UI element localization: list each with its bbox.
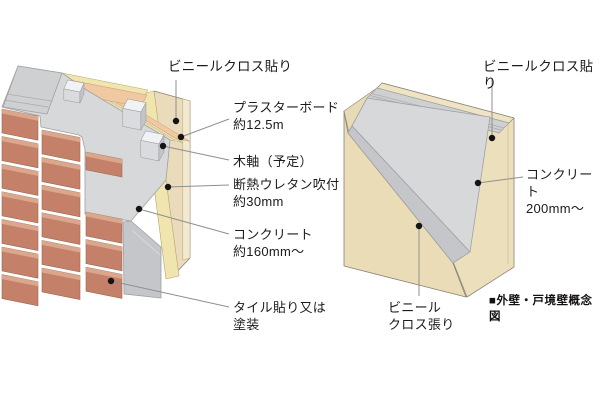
right-wall-illustration xyxy=(343,82,515,298)
tile-bevel xyxy=(2,219,38,232)
tile-bevel xyxy=(86,267,122,279)
tile-bevel xyxy=(2,247,38,259)
tile-cladding xyxy=(1,108,123,307)
label-wood-frame: 木軸（予定） xyxy=(233,154,313,169)
label-plasterboard: プラスターボード 約12.5m xyxy=(233,100,340,132)
tile-bevel xyxy=(2,109,38,121)
label-vinyl-cloth-right-top: ビニールクロス貼り xyxy=(483,59,594,91)
label-concrete-right: コンクリート 200mm〜 xyxy=(526,167,593,216)
tile-bevel xyxy=(42,157,80,170)
left-plasterboard-edge xyxy=(182,98,191,261)
formwork-line xyxy=(6,93,52,102)
tile-bevel xyxy=(2,136,38,149)
formwork-line xyxy=(3,99,49,108)
right-concrete-side-face xyxy=(347,125,471,264)
step-tile xyxy=(85,151,123,178)
label-insulation: 断熱ウレタン吹付 約30mm xyxy=(233,177,340,209)
tile-bevel xyxy=(86,239,122,252)
label-vinyl-cloth-right-bottom: ビニール クロス張り xyxy=(388,300,455,332)
tile-bevel xyxy=(42,212,80,225)
leader-lines xyxy=(110,78,524,308)
label-concrete-left: コンクリート 約160mm〜 xyxy=(233,227,313,259)
callout-dots xyxy=(107,117,496,285)
tile-bevel xyxy=(42,240,80,253)
tile-bevel xyxy=(42,185,80,198)
tile-bevel xyxy=(2,164,38,176)
crease-line xyxy=(132,230,161,256)
tile-bevel xyxy=(2,191,38,204)
tile-bevel xyxy=(42,268,80,281)
left-wood-studs xyxy=(63,79,165,162)
left-concrete-front-face xyxy=(122,220,162,299)
tile-bevel xyxy=(86,212,122,224)
tile-bevel xyxy=(42,130,80,143)
tile-bevel xyxy=(2,274,38,287)
label-tile-finish: タイル貼り又は 塗装 xyxy=(233,300,327,332)
diagram-caption: ■外壁・戸境壁概念図 xyxy=(489,295,593,323)
label-vinyl-cloth-left: ビニールクロス貼り xyxy=(168,59,293,74)
left-wall-illustration xyxy=(1,65,191,307)
